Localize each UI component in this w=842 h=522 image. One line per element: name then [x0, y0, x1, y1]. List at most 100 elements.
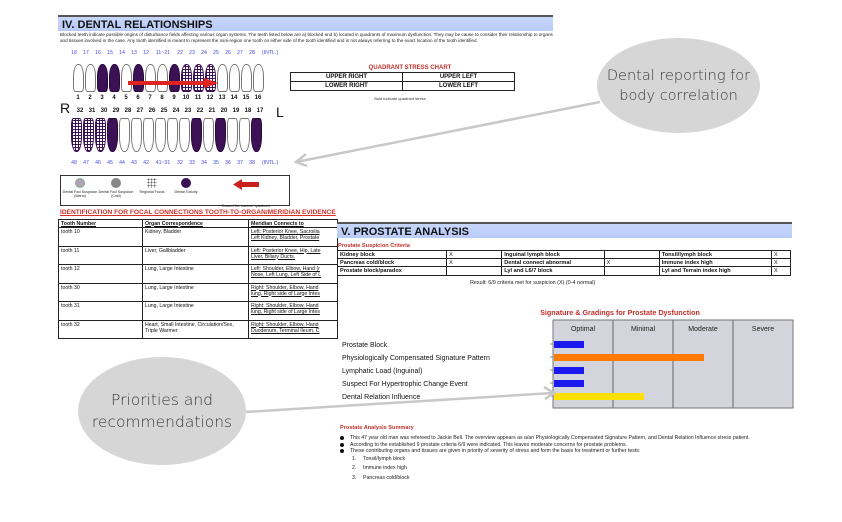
criteria-label: Tonsil/lymph block [658, 249, 773, 260]
quadrant-chart-title: QUADRANT STRESS CHART [368, 65, 452, 71]
tooth-toxic-icon [132, 64, 144, 92]
intl-number: 38 [249, 160, 255, 166]
criteria-mark: X [771, 258, 791, 268]
tooth-number: 20 [220, 108, 228, 114]
bar-5 [554, 393, 644, 400]
tooth-number: 31 [88, 108, 96, 114]
tooth-normal-icon [72, 64, 84, 92]
tooth-toxic-icon [96, 64, 108, 92]
column-header-tooth: Tooth Number [58, 219, 143, 228]
lower-teeth-row [70, 118, 270, 160]
priority-text: Immune index high [363, 465, 407, 472]
summary-body: This 47 year old man was refereed to Jac… [340, 435, 810, 483]
category-label: Suspect For Hypertrophic Change Event [342, 381, 468, 388]
quadrant-upper-right: UPPER RIGHT [290, 72, 403, 82]
legend-label: Dental Foci Suspicion (Cold) [98, 190, 134, 199]
tooth-number: 15 [242, 95, 250, 101]
bar-4 [554, 380, 584, 387]
warm-foci-icon [75, 178, 85, 188]
left-side-label: L [276, 104, 284, 120]
quadrant-note: Bold indicate quadrant stress [374, 96, 426, 101]
tooth-normal-icon [142, 118, 154, 152]
intl-number: 18 [71, 50, 77, 56]
tooth-normal-icon [154, 118, 166, 152]
prostate-section-header: V. PROSTATE ANALYSIS [337, 222, 792, 238]
meridian-line: Liver, Biliary Ducts. [251, 253, 296, 260]
tooth-number: 24 [172, 108, 180, 114]
meridian-line: Left: Posterior Knee, Hip, Late [251, 247, 321, 254]
intl-number: 13 [131, 50, 137, 56]
criteria-title: Prostate Suspicion Criteria [338, 243, 410, 249]
tooth-normal-icon [84, 64, 96, 92]
tooth-normal-icon [216, 64, 228, 92]
dental-toxicity-icon [181, 178, 191, 188]
intl-number: 42 [143, 160, 149, 166]
tooth-check-icon [192, 64, 204, 92]
tooth-cell: tooth 12 [58, 264, 143, 284]
tooth-number: 21 [208, 108, 216, 114]
tooth-cell: tooth 10 [58, 227, 143, 247]
tooth-normal-icon [240, 64, 252, 92]
criteria-label: Pancreas cold/block [336, 258, 448, 268]
tooth-check-icon [82, 118, 94, 152]
category-label: Prostate Block [342, 342, 388, 349]
quadrant-upper-left: UPPER LEFT [402, 72, 515, 82]
right-side-label: R [60, 100, 71, 116]
intl-number: 41~31 [155, 160, 171, 166]
upper-teeth-row [72, 60, 267, 92]
intl-number: 45 [107, 160, 113, 166]
legend-label: Dental Foci Suspicion (Warm) [62, 190, 98, 199]
grade-label: Severe [752, 326, 774, 333]
tooth-normal-icon [238, 118, 250, 152]
quadrant-lower-left: LOWER LEFT [402, 81, 515, 91]
legend-item-arrow: Toward the warmer quadrant [203, 179, 288, 212]
intl-number: 11~21 [155, 50, 171, 56]
intl-number: 16 [95, 50, 101, 56]
tooth-check-icon [204, 64, 216, 92]
meridian-line: Right: Shoulder, Elbow, Hand [251, 303, 319, 309]
priority-list: 1.Tonsil/lymph block 2.Immune index high… [352, 455, 810, 484]
organ-cell: Lung, Large Intestine [142, 282, 249, 302]
tooth-normal-icon [118, 118, 130, 152]
intl-number: 44 [119, 160, 125, 166]
summary-bullet-text: According to the established 9 prostate … [350, 441, 628, 448]
legend-arrow-label: Toward the warmer quadrant [221, 204, 270, 208]
tooth-number: 7 [148, 95, 152, 101]
tooth-number: 14 [230, 95, 238, 101]
criteria-label: Prostate block/paradox [336, 266, 448, 276]
tooth-number: 27 [136, 108, 144, 114]
summary-bullet: According to the established 9 prostate … [340, 442, 810, 449]
intl-number: (INTL.) [261, 160, 279, 166]
tooth-number: 32 [76, 108, 84, 114]
tooth-check-icon [94, 118, 106, 152]
dental-callout-line [295, 100, 601, 164]
summary-bullet-text: These contributing organs and tissues ar… [350, 448, 641, 455]
meridian-line: Left: Posterior Knee, Sacroilia [251, 229, 320, 235]
priority-item: 2.Immune index high [352, 464, 810, 474]
organ-cell: Kidney, Bladder [142, 227, 249, 247]
organ-cell: Lung, Large Intestine [142, 301, 249, 321]
tooth-number: 16 [254, 95, 262, 101]
legend-label: Regional Focus [139, 190, 165, 194]
meridian-line: lung, Right side of Large Intes [251, 309, 320, 315]
cold-foci-icon [111, 178, 121, 188]
grade-label: Moderate [688, 326, 718, 333]
tooth-number: 17 [256, 108, 264, 114]
tooth-number: 30 [100, 108, 108, 114]
tooth-number: 26 [148, 108, 156, 114]
tooth-cell: tooth 31 [58, 301, 143, 321]
intl-number: 14 [119, 50, 125, 56]
tooth-normal-icon [178, 118, 190, 152]
intl-number: 34 [201, 160, 207, 166]
priority-item: 3.Pancreas cold/block [352, 474, 810, 484]
intl-number: 32 [177, 160, 183, 166]
criteria-mark: X [446, 258, 503, 268]
meridian-line: Nose, Left Lung, Left Side of L [251, 272, 322, 278]
chart-title: Signature & Gradings for Prostate Dysfun… [540, 308, 700, 317]
tooth-number: 10 [182, 95, 190, 101]
